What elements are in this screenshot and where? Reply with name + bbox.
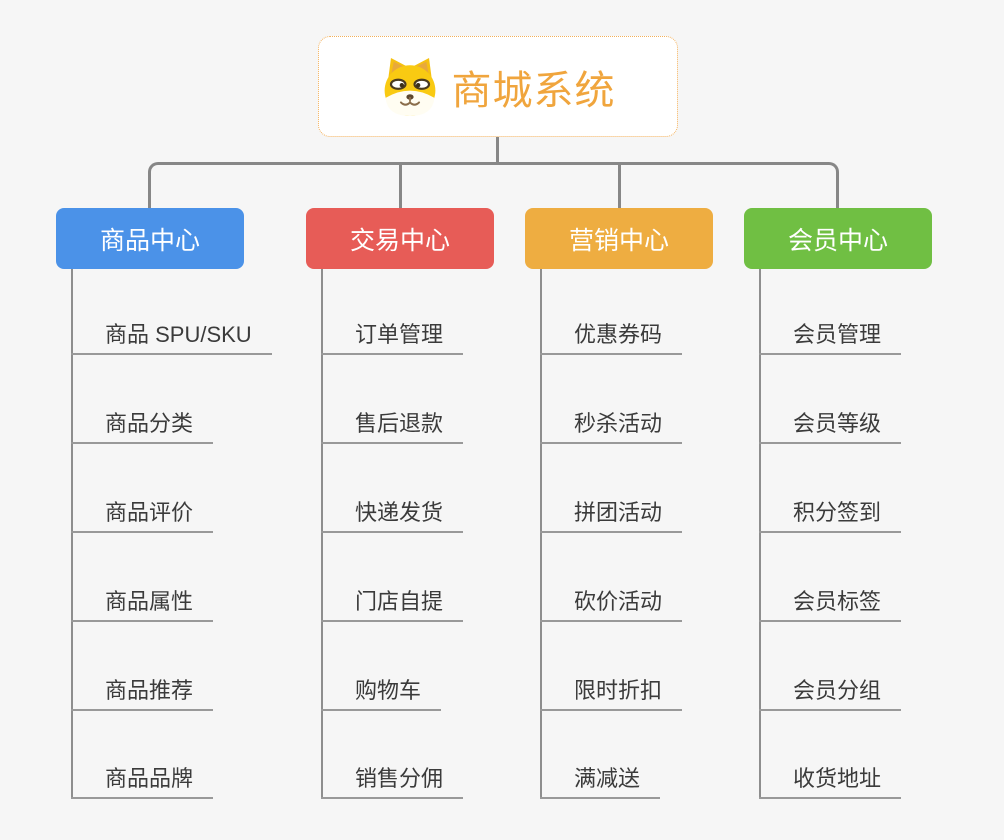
- leaf-node[interactable]: 满减送: [540, 760, 661, 799]
- leaf-node[interactable]: 商品推荐: [71, 672, 214, 711]
- branch-node[interactable]: 商品中心: [56, 208, 244, 269]
- leaf-node[interactable]: 会员分组: [759, 672, 902, 711]
- leaf-node[interactable]: 收货地址: [759, 760, 902, 799]
- branch-label: 交易中心: [349, 226, 450, 255]
- leaf-node[interactable]: 销售分佣: [321, 760, 464, 799]
- branch-vertical-line: [759, 269, 761, 799]
- leaf-node[interactable]: 秒杀活动: [540, 405, 683, 444]
- leaf-node[interactable]: 会员等级: [759, 405, 902, 444]
- leaf-node[interactable]: 购物车: [321, 672, 442, 711]
- branch-node[interactable]: 会员中心: [744, 208, 932, 269]
- leaf-node[interactable]: 售后退款: [321, 405, 464, 444]
- leaf-node[interactable]: 拼团活动: [540, 494, 683, 533]
- leaf-node[interactable]: 订单管理: [321, 316, 464, 355]
- leaf-node[interactable]: 快递发货: [321, 494, 464, 533]
- root-node[interactable]: 商城系统: [318, 36, 678, 137]
- leaf-node[interactable]: 商品分类: [71, 405, 214, 444]
- branch-node[interactable]: 交易中心: [306, 208, 494, 269]
- leaf-node[interactable]: 会员标签: [759, 583, 902, 622]
- branch-drop-connector: [617, 164, 621, 208]
- leaf-node[interactable]: 积分签到: [759, 494, 902, 533]
- branch-drop-connector: [398, 164, 402, 208]
- branch-vertical-line: [540, 269, 542, 799]
- branch-vertical-line: [71, 269, 73, 799]
- dog-icon: [384, 57, 435, 116]
- leaf-node[interactable]: 商品 SPU/SKU: [71, 316, 272, 355]
- branch-vertical-line: [321, 269, 323, 799]
- root-title: 商城系统: [451, 68, 616, 113]
- branch-label: 营销中心: [568, 226, 669, 255]
- leaf-node[interactable]: 商品品牌: [71, 760, 214, 799]
- leaf-node[interactable]: 门店自提: [321, 583, 464, 622]
- leaf-node[interactable]: 优惠券码: [540, 316, 683, 355]
- leaf-node[interactable]: 限时折扣: [540, 672, 683, 711]
- branch-label: 商品中心: [99, 226, 200, 255]
- branch-label: 会员中心: [787, 226, 888, 255]
- leaf-node[interactable]: 商品属性: [71, 583, 214, 622]
- leaf-node[interactable]: 砍价活动: [540, 583, 683, 622]
- root-stem-connector: [496, 137, 499, 164]
- branch-bracket-connector: [148, 162, 839, 208]
- leaf-node[interactable]: 会员管理: [759, 316, 902, 355]
- branch-node[interactable]: 营销中心: [525, 208, 713, 269]
- leaf-node[interactable]: 商品评价: [71, 494, 214, 533]
